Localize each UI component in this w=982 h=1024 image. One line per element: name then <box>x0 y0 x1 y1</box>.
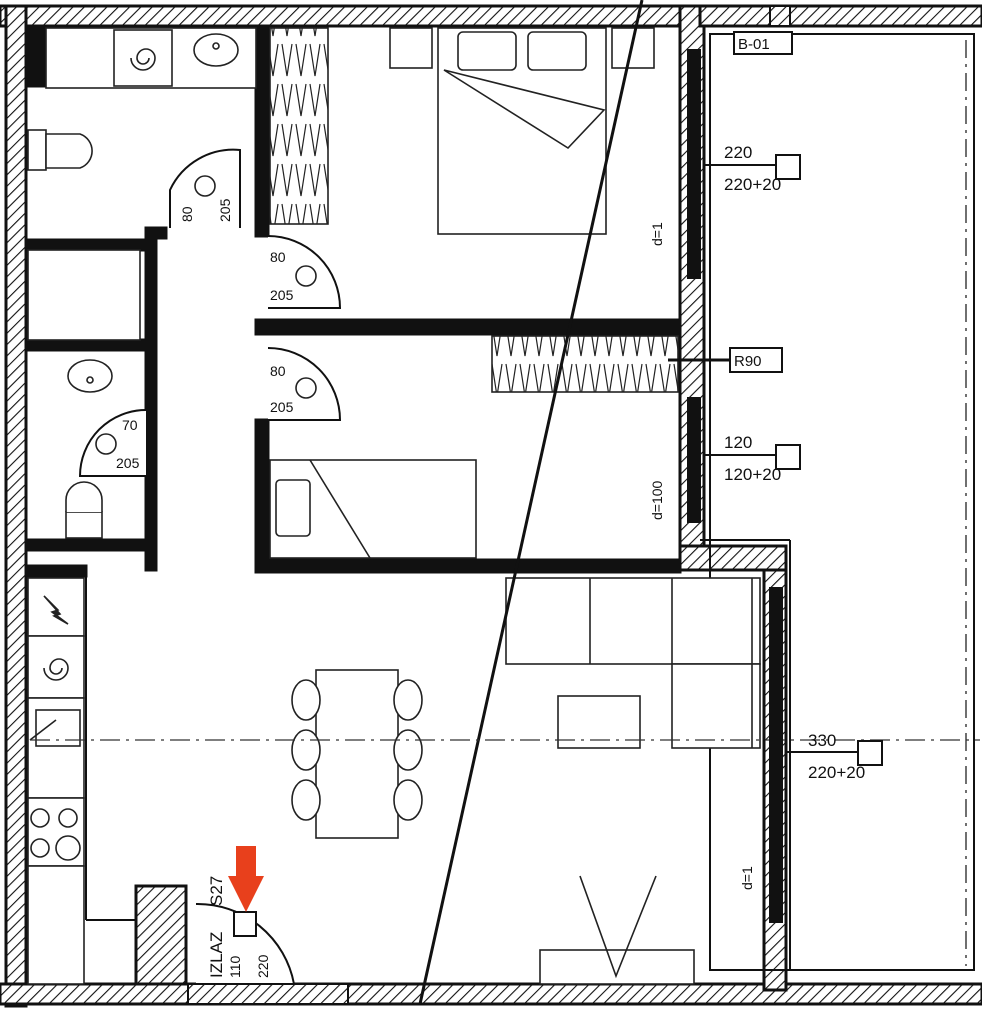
interior-walls <box>24 24 682 986</box>
bathroom-bottom <box>65 359 147 539</box>
wardrobe <box>269 27 329 225</box>
door-bedroom2-width: 80 <box>270 363 286 379</box>
sofa <box>505 577 761 749</box>
electric-icon <box>43 595 69 625</box>
stove-icon <box>30 808 50 828</box>
wall-bottom <box>0 982 982 1006</box>
door-bath-top-height: 205 <box>217 198 233 222</box>
dining-table <box>315 669 399 839</box>
door-bath-bottom-height: 205 <box>116 455 140 471</box>
entrance-height: 220 <box>255 954 271 978</box>
tag-left: d=1 <box>649 222 665 246</box>
door-swing-entrance <box>195 902 296 985</box>
wall-top <box>0 4 702 28</box>
entrance-label: IZLAZ <box>207 932 226 978</box>
coffee-table <box>557 695 641 749</box>
door-bath-bottom-width: 70 <box>122 417 138 433</box>
window-1-height: 220+20 <box>724 175 781 194</box>
sink-icon <box>193 33 239 67</box>
bathroom-top <box>27 27 257 341</box>
section-line <box>418 0 644 1005</box>
tag-middle-right: R90 <box>734 353 762 370</box>
window-1-width: 220 <box>724 143 752 162</box>
tag-lower: d=1 <box>739 866 755 890</box>
window-3-width: 330 <box>808 731 836 750</box>
terrace <box>700 33 975 971</box>
window-2-width: 120 <box>724 433 752 452</box>
windows <box>668 31 883 923</box>
entrance-code: S27 <box>207 876 226 906</box>
living-room <box>291 577 761 985</box>
bedroom-1 <box>267 27 655 309</box>
kitchen <box>27 577 85 985</box>
door-bedroom1-height: 205 <box>270 287 294 303</box>
toilet-icon-2 <box>65 511 103 539</box>
entrance <box>187 902 349 1005</box>
tag-middle: d=100 <box>649 480 665 520</box>
wall-step <box>678 544 788 572</box>
entrance-width: 110 <box>227 955 243 978</box>
toilet-icon <box>27 129 47 171</box>
bedroom-2 <box>267 335 679 559</box>
door-bedroom2-height: 205 <box>270 399 294 415</box>
tag-top-right: B-01 <box>738 36 770 53</box>
window-3-height: 220+20 <box>808 763 865 782</box>
window-2-height: 120+20 <box>724 465 781 484</box>
terrace-edge <box>769 5 791 27</box>
wardrobe-2 <box>491 335 679 393</box>
wall-left <box>4 4 28 1008</box>
tv-unit <box>539 949 695 985</box>
door-bedroom1-width: 80 <box>270 249 286 265</box>
door-bath-top-width: 80 <box>179 206 195 222</box>
sink-icon-2 <box>67 359 113 393</box>
entrance-arrow-icon <box>228 846 264 912</box>
wall-top-right <box>698 4 982 28</box>
